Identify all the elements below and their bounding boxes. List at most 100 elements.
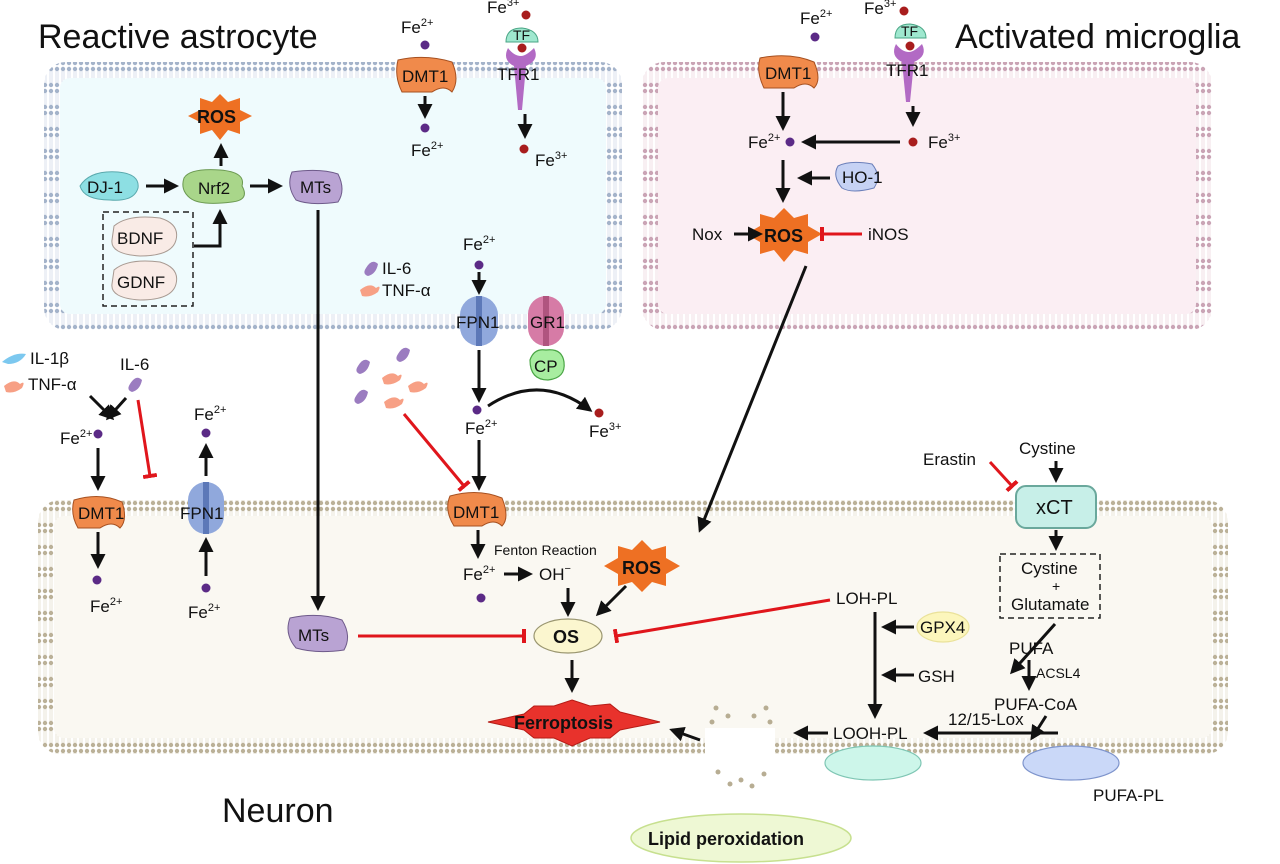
cytokine-legend: IL-6 TNF-α (360, 259, 431, 300)
astrocyte-title: Reactive astrocyte (38, 18, 318, 56)
svg-text:Cystine: Cystine (1021, 559, 1078, 578)
cystine-glutamate-box: Cystine + Glutamate (999, 553, 1101, 619)
neuron-dmt1-left: DMT1 (72, 496, 126, 529)
svg-text:DMT1: DMT1 (402, 67, 448, 86)
svg-text:GPX4: GPX4 (920, 618, 965, 637)
loh-pl-label: LOH-PL (836, 589, 897, 608)
svg-text:DJ-1: DJ-1 (87, 178, 123, 197)
neuron-cell (38, 500, 1228, 758)
looh-pl-label: LOOH-PL (833, 724, 908, 743)
astro-fe2-outside: Fe2+ (401, 17, 433, 50)
micro-ros: ROS (746, 208, 822, 262)
astro-tfr1: TF TFR1 (497, 27, 540, 110)
legend-tnfa: TNF-α (4, 375, 77, 394)
svg-text:TNF-α: TNF-α (382, 281, 431, 300)
fe3-ion-icon (521, 10, 531, 20)
svg-text:MTs: MTs (298, 626, 329, 645)
astro-fpn1: FPN1 (456, 296, 499, 346)
neuron-fe2-fenton: Fe2+ (463, 564, 495, 584)
svg-text:Glutamate: Glutamate (1011, 595, 1089, 614)
svg-text:ROS: ROS (197, 107, 236, 127)
lox-label: 12/15-Lox (948, 710, 1024, 729)
fpn1-exported-fe2: Fe2+ (194, 404, 226, 424)
svg-text:Ferroptosis: Ferroptosis (514, 713, 613, 733)
astro-nrf2: Nrf2 (182, 169, 245, 204)
micro-tfr1: TF TFR1 (886, 23, 929, 102)
micro-ho1: HO-1 (835, 161, 883, 192)
fenton-reaction-label: Fenton Reaction (494, 542, 597, 558)
micro-fe2-inside: Fe2+ (748, 132, 780, 152)
fe2-ion-icon (476, 593, 486, 603)
cytokine-cluster (354, 347, 428, 409)
svg-text:HO-1: HO-1 (842, 168, 883, 187)
svg-text:DMT1: DMT1 (453, 503, 499, 522)
svg-text:ROS: ROS (764, 226, 803, 246)
arrow-neurotrophin-nrf2 (194, 209, 228, 248)
neuron-title: Neuron (222, 792, 334, 830)
svg-text:Nrf2: Nrf2 (198, 179, 230, 198)
svg-text:MTs: MTs (300, 178, 331, 197)
svg-text:TNF-α: TNF-α (28, 375, 77, 394)
pufa-coa-label: PUFA-CoA (994, 695, 1078, 714)
fe3-ion-icon (899, 6, 909, 16)
astro-gr1: GR1 (528, 296, 565, 346)
svg-text:GR1: GR1 (530, 313, 565, 332)
svg-text:+: + (1052, 578, 1060, 594)
micro-fe2-outside: Fe2+ (800, 8, 832, 28)
neuron-fe2-inside-fpn1: Fe2+ (188, 602, 220, 622)
svg-text:TF: TF (901, 23, 918, 39)
fe2-ion-icon (92, 575, 102, 585)
astro-ros: ROS (188, 94, 252, 140)
fe2-ion-icon (201, 583, 211, 593)
fe2-ion-icon (810, 32, 820, 42)
gsh-label: GSH (918, 667, 955, 686)
lipid-peroxidation: Lipid peroxidation (630, 813, 852, 863)
fe3-ion-icon (908, 137, 918, 147)
fe2-ion-icon (785, 137, 795, 147)
oxidized-fe3: Fe3+ (589, 421, 621, 441)
erastin-label: Erastin (923, 450, 976, 469)
inhibit-lohpl-os (612, 598, 831, 644)
inhibit-il6-fpn1 (136, 399, 158, 480)
micro-nox: Nox (692, 225, 723, 244)
microglia-title: Activated microglia (955, 18, 1240, 56)
astro-fe2-inside: Fe2+ (411, 140, 443, 160)
svg-text:OS: OS (553, 627, 579, 647)
legend-il1b: IL-1β (2, 349, 69, 368)
microglia-cell (642, 62, 1212, 330)
il6-icon (364, 261, 378, 276)
neuron-fe2-outside: Fe2+ (60, 428, 92, 448)
svg-text:TFR1: TFR1 (497, 65, 540, 84)
arrow-box-gsh (1009, 622, 1057, 675)
arrow-cp-oxidation (487, 388, 593, 412)
svg-text:Fe2+: Fe2+ (401, 17, 433, 37)
neuron-dmt1-center: DMT1 (447, 492, 507, 527)
fe2-ion-icon (420, 40, 430, 50)
neuron-os: OS (533, 618, 603, 654)
svg-text:GDNF: GDNF (117, 273, 165, 292)
tnfa-icon (360, 285, 380, 297)
svg-text:xCT: xCT (1036, 497, 1073, 519)
pufa-pl-lipid (1022, 745, 1120, 781)
neuron-fe2-inside-left: Fe2+ (90, 596, 122, 616)
extracellular-cystine: Cystine (1019, 439, 1076, 458)
astro-gdnf: GDNF (111, 260, 178, 301)
pufa-pl-label: PUFA-PL (1093, 786, 1164, 805)
micro-fe3-outside: Fe3+ (864, 0, 896, 18)
svg-text:ROS: ROS (622, 558, 661, 578)
astro-tf (505, 27, 539, 43)
svg-text:IL-1β: IL-1β (30, 349, 69, 368)
arrow-tnfa-fe2 (88, 394, 115, 421)
gpx4-enzyme: GPX4 (916, 611, 970, 643)
arrow-micro-ros-neuron (697, 265, 808, 533)
fe2-ion-icon (93, 429, 103, 439)
svg-text:Lipid peroxidation: Lipid peroxidation (648, 829, 804, 849)
neurotrophin-group (102, 211, 194, 307)
astro-bdnf: BDNF (111, 216, 178, 257)
label-il6: IL-6 (120, 355, 149, 374)
membrane-pore-lipids (709, 705, 773, 789)
svg-text:DMT1: DMT1 (765, 64, 811, 83)
hydroxyl-label: OH− (539, 563, 571, 584)
svg-text:TF: TF (513, 27, 530, 43)
inhibit-cytokines-dmt1 (402, 413, 471, 493)
